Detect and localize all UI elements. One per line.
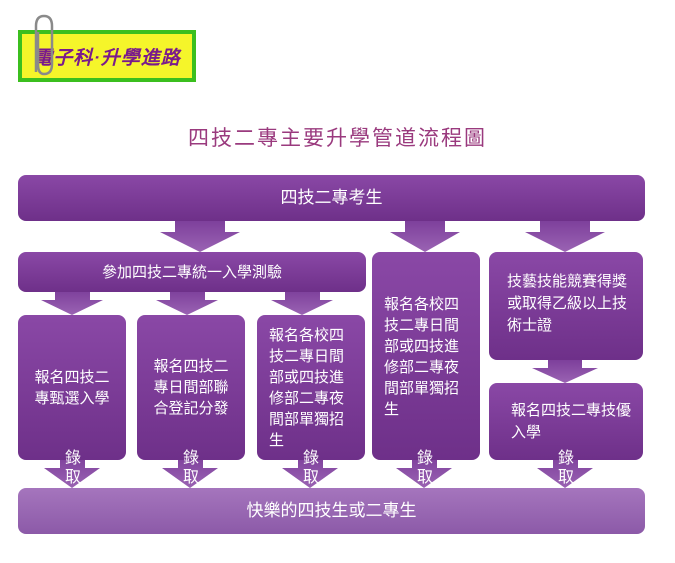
node-recommendation-admission: 報名四技二專甄選入學 — [18, 315, 126, 460]
node-unified-exam-text: 參加四技二專統一入學測驗 — [101, 262, 282, 281]
arrow-col4-admit — [396, 455, 452, 488]
admit-label-skill: 錄取 — [557, 448, 574, 486]
node-unified-exam: 參加四技二專統一入學測驗 — [18, 252, 366, 292]
node-joint-registration: 報名四技二專日間部聯合登記分發 — [137, 315, 245, 460]
node-independent-enrollment-a-text: 報名各校四技二專日間部或四技進修部二專夜間部單獨招生 — [269, 326, 345, 449]
node-independent-enrollment-b-text: 報名各校四技二專日間部或四技進修部二專夜間部單獨招生 — [384, 295, 460, 418]
badge-text: 電子科‧升學進路 — [33, 46, 181, 69]
admit-label-col3: 錄取 — [302, 448, 319, 486]
node-skill-admission-text: 報名四技二專技優入學 — [511, 401, 632, 441]
node-independent-enrollment-a: 報名各校四技二專日間部或四技進修部二專夜間部單獨招生 — [257, 315, 365, 460]
diagram-title: 四技二專主要升學管道流程圖 — [188, 126, 487, 150]
arrow-exam-to-col2 — [156, 290, 218, 315]
arrow-top-to-exam — [160, 220, 240, 252]
arrow-skill-to-admit — [532, 360, 598, 383]
node-happy-students-text: 快樂的四技生或二專生 — [246, 500, 417, 521]
arrow-exam-to-col1 — [41, 290, 103, 315]
node-skill-competition-text: 技藝技能競賽得獎或取得乙級以上技術士證 — [507, 272, 628, 334]
admit-label-col1: 錄取 — [64, 448, 81, 486]
node-happy-students: 快樂的四技生或二專生 — [18, 488, 645, 534]
arrow-top-to-skill — [525, 220, 605, 252]
arrow-top-to-col4 — [390, 220, 460, 252]
node-exam-candidates-text: 四技二專考生 — [280, 187, 383, 208]
admit-label-col4: 錄取 — [416, 448, 433, 486]
section-badge: 電子科‧升學進路 — [18, 30, 196, 82]
node-exam-candidates: 四技二專考生 — [18, 175, 645, 221]
admit-label-col2: 錄取 — [182, 448, 199, 486]
node-skill-admission: 報名四技二專技優入學 — [489, 383, 643, 460]
node-joint-registration-text: 報名四技二專日間部聯合登記分發 — [153, 357, 229, 417]
node-skill-competition: 技藝技能競賽得獎或取得乙級以上技術士證 — [489, 252, 643, 360]
arrow-skill-admit — [537, 455, 593, 488]
arrow-col3-admit — [282, 455, 338, 488]
arrow-col2-admit — [162, 455, 218, 488]
node-independent-enrollment-b: 報名各校四技二專日間部或四技進修部二專夜間部單獨招生 — [372, 252, 480, 460]
paperclip-icon — [34, 14, 54, 76]
node-recommendation-admission-text: 報名四技二專甄選入學 — [34, 367, 110, 407]
arrow-col1-admit — [44, 455, 100, 488]
arrow-exam-to-col3 — [271, 290, 333, 315]
